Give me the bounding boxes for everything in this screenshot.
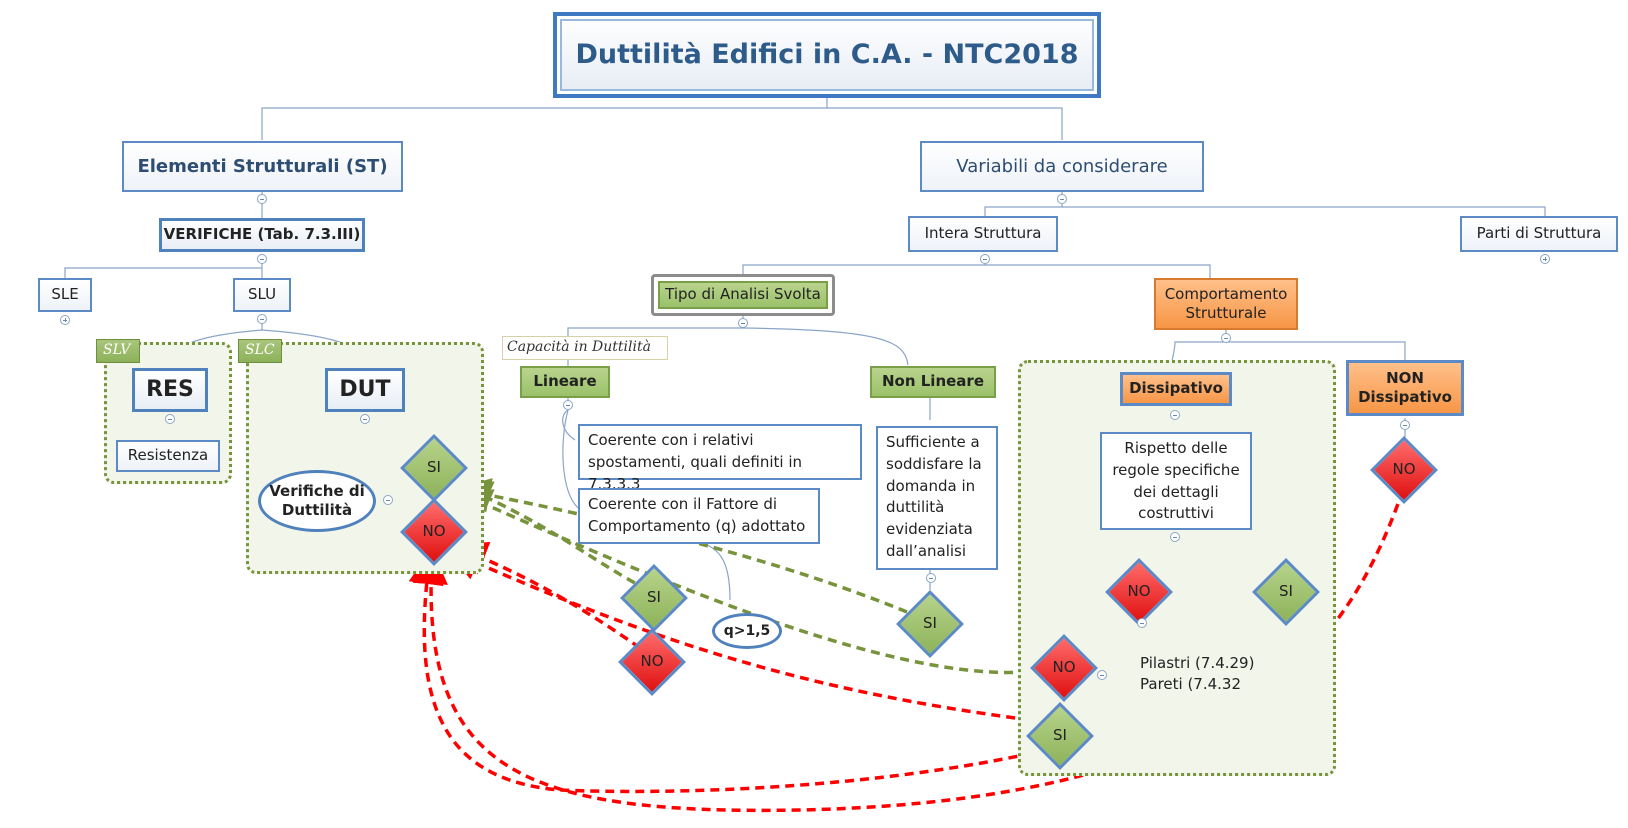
capacita-label: Capacità in Duttilità xyxy=(502,336,668,360)
lineare-node[interactable]: Lineare xyxy=(520,366,610,398)
expand-toggle[interactable] xyxy=(60,315,70,325)
tipo-analisi-frame: Tipo di Analisi Svolta xyxy=(651,274,835,316)
coerente-fattore-note[interactable]: Coerente con il Fattore di Comportamento… xyxy=(578,488,820,544)
collapse-toggle[interactable] xyxy=(1057,194,1067,204)
collapse-toggle[interactable] xyxy=(1170,532,1180,542)
collapse-toggle[interactable] xyxy=(165,414,175,424)
slu-node[interactable]: SLU xyxy=(233,278,291,312)
si-label: SI xyxy=(647,588,661,606)
parti-struttura-node[interactable]: Parti di Struttura xyxy=(1460,216,1618,252)
si-label: SI xyxy=(1279,582,1293,600)
collapse-toggle[interactable] xyxy=(1400,420,1410,430)
q-condition-node[interactable]: q>1,5 xyxy=(712,613,782,649)
diagram-title: Duttilità Edifici in C.A. - NTC2018 xyxy=(553,12,1101,98)
si-label: SI xyxy=(923,614,937,632)
collapse-toggle[interactable] xyxy=(1170,410,1180,420)
no-label: NO xyxy=(1392,460,1416,478)
collapse-toggle[interactable] xyxy=(1221,333,1231,343)
slc-tag: SLC xyxy=(238,339,282,363)
slv-tag: SLV xyxy=(96,339,140,363)
rispetto-regole-note[interactable]: Rispetto delle regole specifiche dei det… xyxy=(1100,432,1252,530)
si-label: SI xyxy=(427,458,441,476)
dut-node[interactable]: DUT xyxy=(325,368,405,412)
non-lineare-node[interactable]: Non Lineare xyxy=(870,366,996,398)
expand-toggle[interactable] xyxy=(1540,254,1550,264)
variabili-node[interactable]: Variabili da considerare xyxy=(920,141,1204,192)
intera-struttura-node[interactable]: Intera Struttura xyxy=(908,216,1058,252)
verifiche-duttilita-node[interactable]: Verifiche di Duttilità xyxy=(258,470,376,532)
collapse-toggle[interactable] xyxy=(563,400,573,410)
sufficiente-note[interactable]: Sufficiente a soddisfare la domanda in d… xyxy=(876,426,998,570)
collapse-toggle[interactable] xyxy=(980,254,990,264)
collapse-toggle[interactable] xyxy=(926,573,936,583)
no-label: NO xyxy=(640,652,664,670)
tipo-analisi-node[interactable]: Tipo di Analisi Svolta xyxy=(658,281,828,309)
comportamento-node[interactable]: Comportamento Strutturale xyxy=(1154,278,1298,330)
collapse-toggle[interactable] xyxy=(1097,670,1107,680)
collapse-toggle[interactable] xyxy=(383,495,393,505)
sle-node[interactable]: SLE xyxy=(38,278,92,312)
verifiche-node[interactable]: VERIFICHE (Tab. 7.3.III) xyxy=(159,218,365,252)
pilastri-text: Pilastri (7.4.29) xyxy=(1140,654,1255,672)
collapse-toggle[interactable] xyxy=(360,414,370,424)
collapse-toggle[interactable] xyxy=(257,254,267,264)
resistenza-node[interactable]: Resistenza xyxy=(116,440,220,472)
no-label: NO xyxy=(422,522,446,540)
collapse-toggle[interactable] xyxy=(1137,618,1147,628)
no-label: NO xyxy=(1052,658,1076,676)
coerente-spostamenti-note[interactable]: Coerente con i relativi spostamenti, qua… xyxy=(578,424,862,493)
si-label: SI xyxy=(1053,726,1067,744)
collapse-toggle[interactable] xyxy=(738,318,748,328)
dissipativo-node[interactable]: Dissipativo xyxy=(1120,372,1232,406)
elementi-strutturali-node[interactable]: Elementi Strutturali (ST) xyxy=(122,141,403,192)
collapse-toggle[interactable] xyxy=(257,314,267,324)
pareti-text: Pareti (7.4.32 xyxy=(1140,675,1242,693)
non-dissipativo-node[interactable]: NON Dissipativo xyxy=(1346,360,1464,416)
no-label: NO xyxy=(1127,582,1151,600)
res-node[interactable]: RES xyxy=(132,368,208,412)
collapse-toggle[interactable] xyxy=(257,194,267,204)
